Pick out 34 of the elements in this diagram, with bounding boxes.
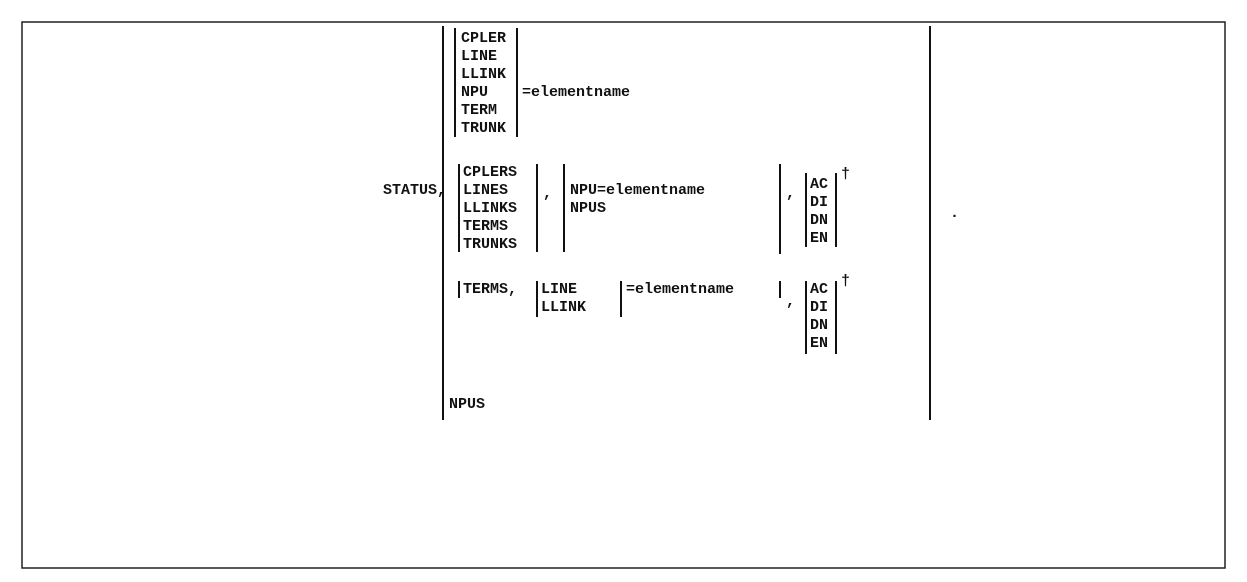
footnote-mark: † bbox=[841, 273, 850, 290]
comma-separator: , bbox=[786, 293, 795, 310]
option-keyword: TRUNK bbox=[461, 120, 506, 137]
option-keyword: NPU=elementname bbox=[570, 182, 706, 199]
option-keyword: LINE bbox=[541, 281, 577, 298]
option-keyword: AC bbox=[810, 176, 828, 193]
option-keyword: TERMS bbox=[463, 218, 508, 235]
option-keyword: NPUS bbox=[449, 396, 485, 413]
parameter-text: =elementname bbox=[522, 84, 631, 101]
option-keyword: NPUS bbox=[570, 200, 606, 217]
option-keyword: TERM bbox=[461, 102, 497, 119]
option-keyword: LINES bbox=[463, 182, 508, 199]
option-keyword: DN bbox=[810, 212, 828, 229]
terminator-period: . bbox=[950, 205, 959, 222]
option-keyword: LLINKS bbox=[463, 200, 517, 217]
option-keyword: DN bbox=[810, 317, 828, 334]
comma-separator: , bbox=[543, 185, 552, 202]
parameter-text: =elementname bbox=[626, 281, 735, 298]
command-keyword: STATUS, bbox=[383, 182, 446, 199]
option-keyword: LLINK bbox=[541, 299, 586, 316]
option-keyword: DI bbox=[810, 299, 828, 316]
option-keyword: LLINK bbox=[461, 66, 506, 83]
option-keyword: CPLERS bbox=[463, 164, 517, 181]
option-keyword: DI bbox=[810, 194, 828, 211]
option-keyword: TERMS, bbox=[463, 281, 517, 298]
comma-separator: , bbox=[786, 185, 795, 202]
footnote-mark: † bbox=[841, 166, 850, 183]
option-keyword: NPU bbox=[461, 84, 488, 101]
option-keyword: CPLER bbox=[461, 30, 506, 47]
option-keyword: TRUNKS bbox=[463, 236, 517, 253]
option-keyword: EN bbox=[810, 335, 828, 352]
option-keyword: EN bbox=[810, 230, 828, 247]
option-keyword: LINE bbox=[461, 48, 497, 65]
option-keyword: AC bbox=[810, 281, 828, 298]
